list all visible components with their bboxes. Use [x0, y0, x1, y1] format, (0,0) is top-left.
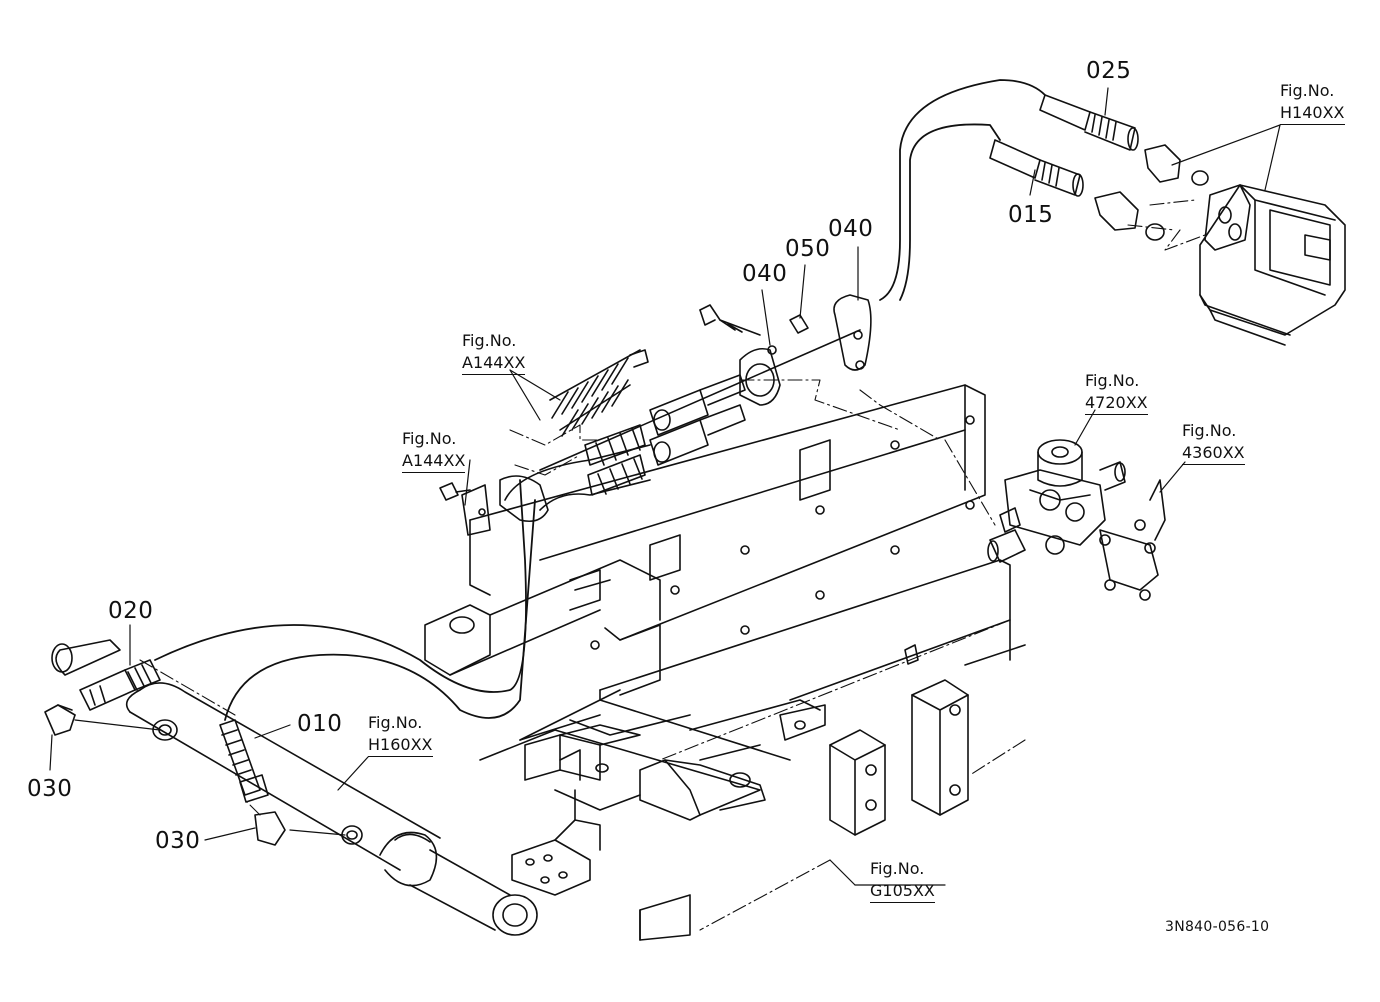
- figure-ref-4720xx: Fig.No. 4720XX: [1085, 370, 1148, 415]
- part-label-010: 010: [297, 711, 343, 737]
- figure-ref-a144xx-left-line1: Fig.No.: [402, 429, 457, 448]
- figure-ref-a144xx-upper-line2: A144XX: [462, 352, 526, 375]
- figure-ref-4360xx: Fig.No. 4360XX: [1182, 420, 1245, 465]
- hydraulic-hoses: [154, 79, 1046, 721]
- figure-ref-g105xx-line1: Fig.No.: [870, 859, 925, 878]
- lower-mount-bracket: [511, 789, 601, 896]
- part-label-030-upper: 030: [27, 776, 73, 802]
- bolt-left: [439, 482, 471, 501]
- frame-beam: [469, 384, 986, 696]
- couplers-centre: [549, 349, 746, 496]
- figure-ref-a144xx-upper-line1: Fig.No.: [462, 331, 517, 350]
- valve-bracket: [1099, 479, 1166, 601]
- figure-ref-4360xx-line2: 4360XX: [1182, 442, 1245, 465]
- bolt-040: [699, 304, 761, 336]
- hose-clamp-040-right: [833, 294, 872, 371]
- support-bracket: [424, 559, 661, 741]
- figure-ref-4360xx-line1: Fig.No.: [1182, 421, 1237, 440]
- document-id: 3N840-056-10: [1165, 919, 1270, 935]
- assembly-lines: [139, 199, 1206, 931]
- figure-ref-a144xx-left-line2: A144XX: [402, 450, 466, 473]
- figure-ref-4720xx-line1: Fig.No.: [1085, 371, 1140, 390]
- bolt-050: [789, 314, 809, 334]
- figure-ref-h160xx: Fig.No. H160XX: [368, 712, 433, 757]
- cross-member: [479, 559, 1011, 821]
- mounting-blocks: [639, 619, 1026, 941]
- part-label-025: 025: [1086, 58, 1132, 84]
- part-label-040-right: 040: [828, 216, 874, 242]
- figure-ref-a144xx-upper: Fig.No. A144XX: [462, 330, 526, 375]
- hose-clamp-left: [461, 475, 549, 536]
- fitting-020: [51, 639, 161, 711]
- part-label-030-lower: 030: [155, 828, 201, 854]
- hydraulic-pump-unit: [1199, 184, 1346, 346]
- part-label-050: 050: [785, 236, 831, 262]
- figure-ref-a144xx-left: Fig.No. A144XX: [402, 428, 466, 473]
- elbow-030-lower: [254, 811, 286, 846]
- hose-clamp-040-left: [739, 345, 781, 406]
- part-label-020: 020: [108, 598, 154, 624]
- part-label-040-left: 040: [742, 261, 788, 287]
- fitting-010: [219, 719, 269, 803]
- figure-ref-h140xx: Fig.No. H140XX: [1280, 80, 1345, 125]
- part-label-015: 015: [1008, 202, 1054, 228]
- coupler-025: [1039, 94, 1209, 186]
- figure-ref-g105xx: Fig.No. G105XX: [870, 858, 935, 903]
- figure-ref-g105xx-line2: G105XX: [870, 880, 935, 903]
- hydraulic-cylinder: [74, 682, 538, 936]
- figure-ref-h140xx-line1: Fig.No.: [1280, 81, 1335, 100]
- leader-lines: [49, 87, 1281, 886]
- coupler-015: [989, 139, 1165, 241]
- figure-ref-h160xx-line2: H160XX: [368, 734, 433, 757]
- figure-ref-h160xx-line1: Fig.No.: [368, 713, 423, 732]
- solenoid-valve: [987, 439, 1126, 563]
- elbow-030-upper: [44, 704, 76, 736]
- figure-ref-4720xx-line2: 4720XX: [1085, 392, 1148, 415]
- figure-ref-h140xx-line2: H140XX: [1280, 102, 1345, 125]
